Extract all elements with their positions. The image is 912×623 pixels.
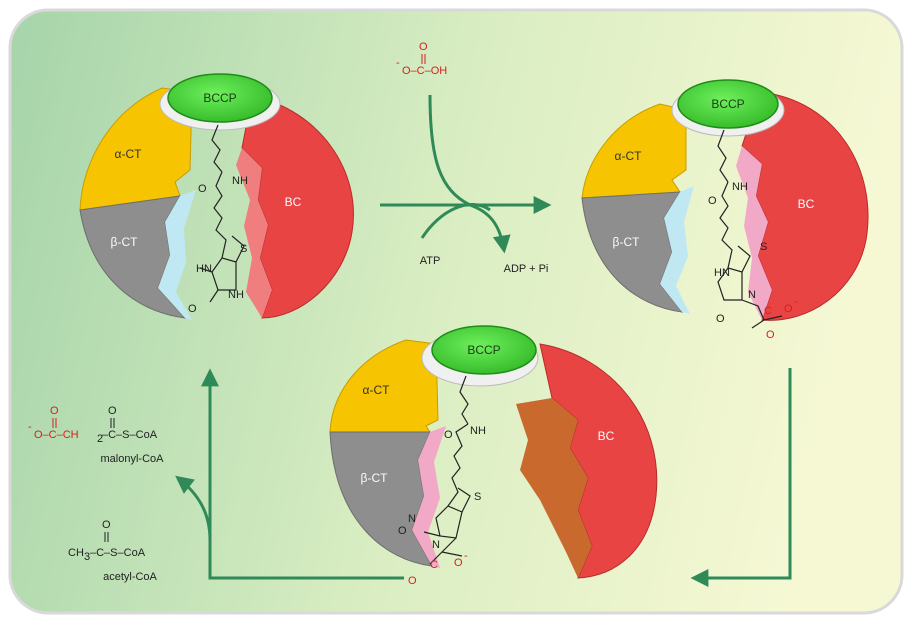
biotin-n2-label: N (432, 539, 440, 551)
biotin-n-label: N (748, 289, 756, 301)
bicarbonate-formula: O–C–OH (402, 65, 447, 77)
bc-rim (516, 398, 592, 578)
biotin-nh-label: NH (232, 175, 248, 187)
malonyl-tail: –C–S–CoA (102, 429, 158, 441)
beta-ct-rim (412, 426, 446, 568)
carboxyl-c-label: C (430, 559, 438, 571)
beta-ct-rim (660, 186, 694, 314)
biotin-nh2-label: NH (228, 289, 244, 301)
biotin-o2-label: O (188, 303, 197, 315)
bicarbonate-charge: - (396, 57, 400, 69)
biotin-n-label: N (408, 513, 416, 525)
malonyl-carbonyl-o: O (50, 405, 59, 417)
carboxyl-charge: - (794, 296, 798, 308)
malonyl-carbonyl-o2: O (108, 405, 117, 417)
beta-ct-rim (158, 190, 196, 320)
malonyl-name: malonyl-CoA (101, 453, 165, 465)
biotin-s-label: S (474, 491, 481, 503)
adp-pi-label: ADP + Pi (504, 263, 549, 275)
alpha-ct-label: α-CT (363, 383, 391, 397)
bc-label: BC (798, 197, 815, 211)
bccp-disc (677, 79, 779, 129)
biotin-hn-label: HN (714, 267, 730, 279)
alpha-ct-label: α-CT (615, 149, 643, 163)
beta-ct-label: β-CT (361, 471, 389, 485)
acetyl-tail: –C–S–CoA (90, 547, 146, 559)
acetyl-name: acetyl-CoA (103, 571, 157, 583)
carboxyl-o2-label: O (408, 575, 417, 587)
bottom-left-arrow (201, 368, 404, 580)
biotin-o-label: O (444, 429, 453, 441)
acetyl-head: CH (68, 547, 84, 559)
adp-out-arrow (469, 203, 511, 254)
complex-top-left: BCCP α-CT β-CT BC NH O S HN NH O (79, 73, 354, 320)
alpha-ct-domain (79, 87, 193, 211)
biotin-tether (199, 124, 245, 303)
bc-rim (236, 148, 272, 318)
right-down-arrow (690, 368, 792, 587)
carboxyl-o-label: O (784, 303, 793, 315)
bc-label: BC (598, 429, 615, 443)
beta-ct-label: β-CT (111, 235, 139, 249)
biotin-tether (423, 375, 471, 565)
malonyl-out-arrow (175, 475, 212, 541)
alpha-ct-domain (329, 339, 439, 433)
acetyl-sub: 3 (84, 551, 90, 563)
malonyl-head: O–C–CH (34, 429, 79, 441)
bicarbonate-carbonyl-o: O (419, 41, 428, 53)
atp-label: ATP (420, 255, 441, 267)
biotin-o2-label: O (398, 525, 407, 537)
carboxyl-c-label: C (764, 305, 772, 317)
biotin-s-label: S (760, 241, 767, 253)
biotin-tether (717, 129, 783, 329)
carboxyl-o2-label: O (766, 329, 775, 341)
complex-bottom: BCCP α-CT β-CT BC NH O S N O N C O - O (329, 325, 658, 587)
alpha-ct-domain (581, 103, 687, 199)
bicarbonate-in-arrow (428, 94, 471, 207)
reaction-arrows (175, 94, 792, 587)
biotin-o-label: O (198, 183, 207, 195)
bccp-disc (431, 325, 537, 375)
biotin-o-label: O (708, 195, 717, 207)
bccp-disc (167, 73, 273, 123)
malonyl-sub: 2 (97, 433, 103, 445)
beta-ct-label: β-CT (613, 235, 641, 249)
biotin-hn-label: HN (196, 263, 212, 275)
biotin-nh-label: NH (732, 181, 748, 193)
carboxyl-charge: - (464, 550, 468, 562)
malonyl-coa: - O O–C–CH 2 O –C–S–CoA malonyl-CoA (28, 405, 164, 465)
bc-rim (736, 146, 772, 320)
bccp-label: BCCP (467, 343, 500, 357)
alpha-ct-label: α-CT (115, 147, 143, 161)
biotin-nh-label: NH (470, 425, 486, 437)
malonyl-charge: - (28, 421, 32, 433)
bccp-label: BCCP (203, 91, 236, 105)
atp-in-arrow (420, 203, 491, 239)
bccp-label: BCCP (711, 97, 744, 111)
bicarbonate: - O–C–OH O (396, 41, 447, 77)
acetyl-coa: O CH 3 –C–S–CoA acetyl-CoA (68, 519, 158, 583)
bc-label: BC (285, 195, 302, 209)
acetyl-carbonyl-o: O (102, 519, 111, 531)
biotin-o2-label: O (716, 313, 725, 325)
carboxyl-o-label: O (454, 557, 463, 569)
biotin-s-label: S (240, 243, 247, 255)
complex-top-right: BCCP α-CT β-CT BC NH O S HN N O C O - O (581, 79, 869, 341)
